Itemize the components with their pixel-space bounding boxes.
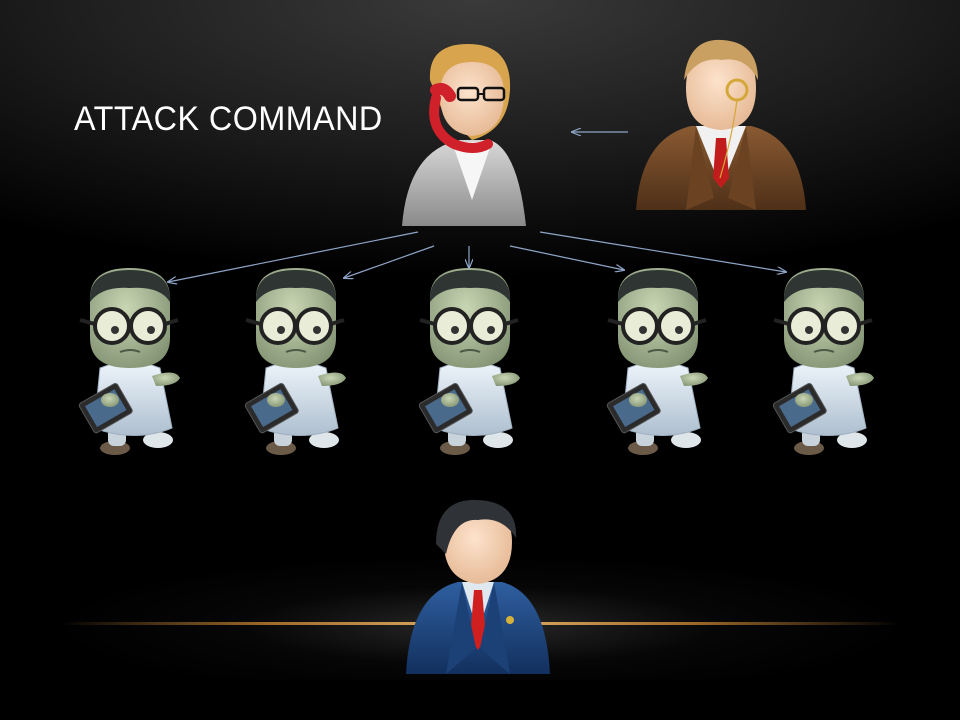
connection-arrows [168, 132, 786, 282]
zombie-bot-icon-4 [604, 266, 710, 457]
businessman-target-icon [406, 499, 550, 674]
zombie-bot-icon-2 [242, 266, 348, 457]
zombie-bot-icon-3 [416, 266, 522, 457]
slide-title: ATTACK COMMAND [74, 100, 383, 138]
arrow-operator-to-bot-2 [344, 245, 435, 278]
zombie-bot-icon-5 [770, 266, 876, 457]
zombie-bot-icon-1 [76, 266, 182, 457]
operator-woman-on-phone-icon [402, 44, 526, 226]
handler-monocle-man-icon [636, 39, 806, 210]
arrow-operator-to-bot-1 [168, 231, 419, 282]
arrow-operator-to-bot-5 [539, 231, 786, 272]
arrow-operator-to-bot-4 [509, 245, 624, 270]
